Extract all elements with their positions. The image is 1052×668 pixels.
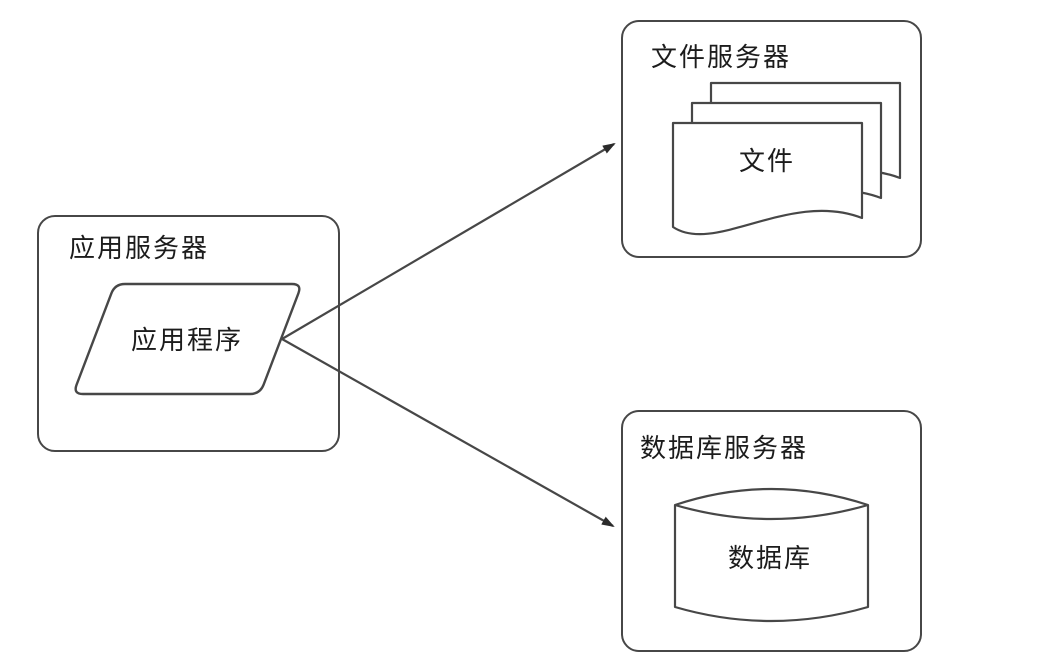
file-server-box: 文件服务器 [621, 20, 922, 258]
file-label: 文件 [738, 146, 795, 176]
database-server-title: 数据库服务器 [640, 433, 809, 463]
application-server-box: 应用服务器 [37, 215, 340, 452]
file-server-title: 文件服务器 [651, 42, 792, 72]
database-label: 数据库 [727, 543, 812, 573]
database-server-box: 数据库服务器 [621, 410, 922, 652]
application-server-title: 应用服务器 [69, 233, 210, 263]
application-program-label: 应用程序 [130, 325, 243, 355]
